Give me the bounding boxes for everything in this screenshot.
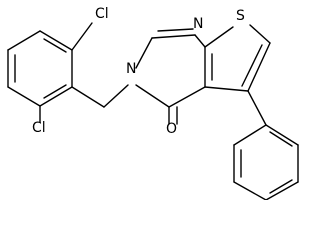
dichlorophenyl-bond-1	[7, 30, 41, 51]
chlorine-bottom-label: Cl	[32, 120, 46, 136]
thiophene-bond-c-c5	[247, 42, 271, 92]
thiophene-bond-s-c	[249, 24, 271, 44]
phenyl-double-bond-2	[269, 179, 293, 194]
pyrimidinone-double-bond-c2-n1	[157, 28, 194, 32]
phenyl-bond-3	[233, 181, 267, 200]
chemical-structure-canvas: Cl Cl N N S O	[7, 6, 299, 200]
phenyl-link-bond	[247, 90, 267, 126]
methylene-bond-2	[103, 84, 129, 108]
molecule-diagram: Cl Cl N N S O	[7, 6, 299, 200]
phenyl-bond-4	[265, 181, 299, 200]
ring-nitrogen-top-label: N	[193, 16, 203, 32]
dichlorophenyl-bond-3	[7, 86, 41, 107]
phenyl-bond-6	[265, 124, 299, 146]
pyrimidinone-bond-c4a-c4	[168, 86, 206, 108]
thiophene-bond-c5-c4a	[204, 86, 249, 92]
thiophene-bond-c7a-s	[204, 26, 234, 48]
ring-nitrogen-left-label: N	[126, 61, 136, 77]
chlorine-top-bond	[71, 22, 93, 51]
dichlorophenyl-double-bond-2	[43, 84, 67, 99]
phenyl-double-bond-3	[269, 131, 293, 147]
pyrimidinone-bond-n3-c2	[135, 37, 153, 69]
dichlorophenyl-bond-4	[39, 86, 73, 107]
oxygen-label: O	[166, 121, 177, 137]
phenyl-bond-1	[233, 124, 267, 146]
pyrimidinone-bond-c4-n3	[135, 84, 170, 108]
pyrimidinone-bond-n1-c7a	[194, 34, 206, 48]
methylene-bond-1	[71, 86, 105, 108]
dichlorophenyl-bond-6	[39, 30, 73, 51]
chlorine-top-label: Cl	[95, 6, 109, 22]
dichlorophenyl-double-bond-3	[43, 38, 67, 53]
thiophene-double-bond-c-c5	[241, 44, 263, 87]
sulfur-label: S	[236, 8, 245, 24]
pyrimidinone-bond-c2-n1	[151, 34, 196, 39]
